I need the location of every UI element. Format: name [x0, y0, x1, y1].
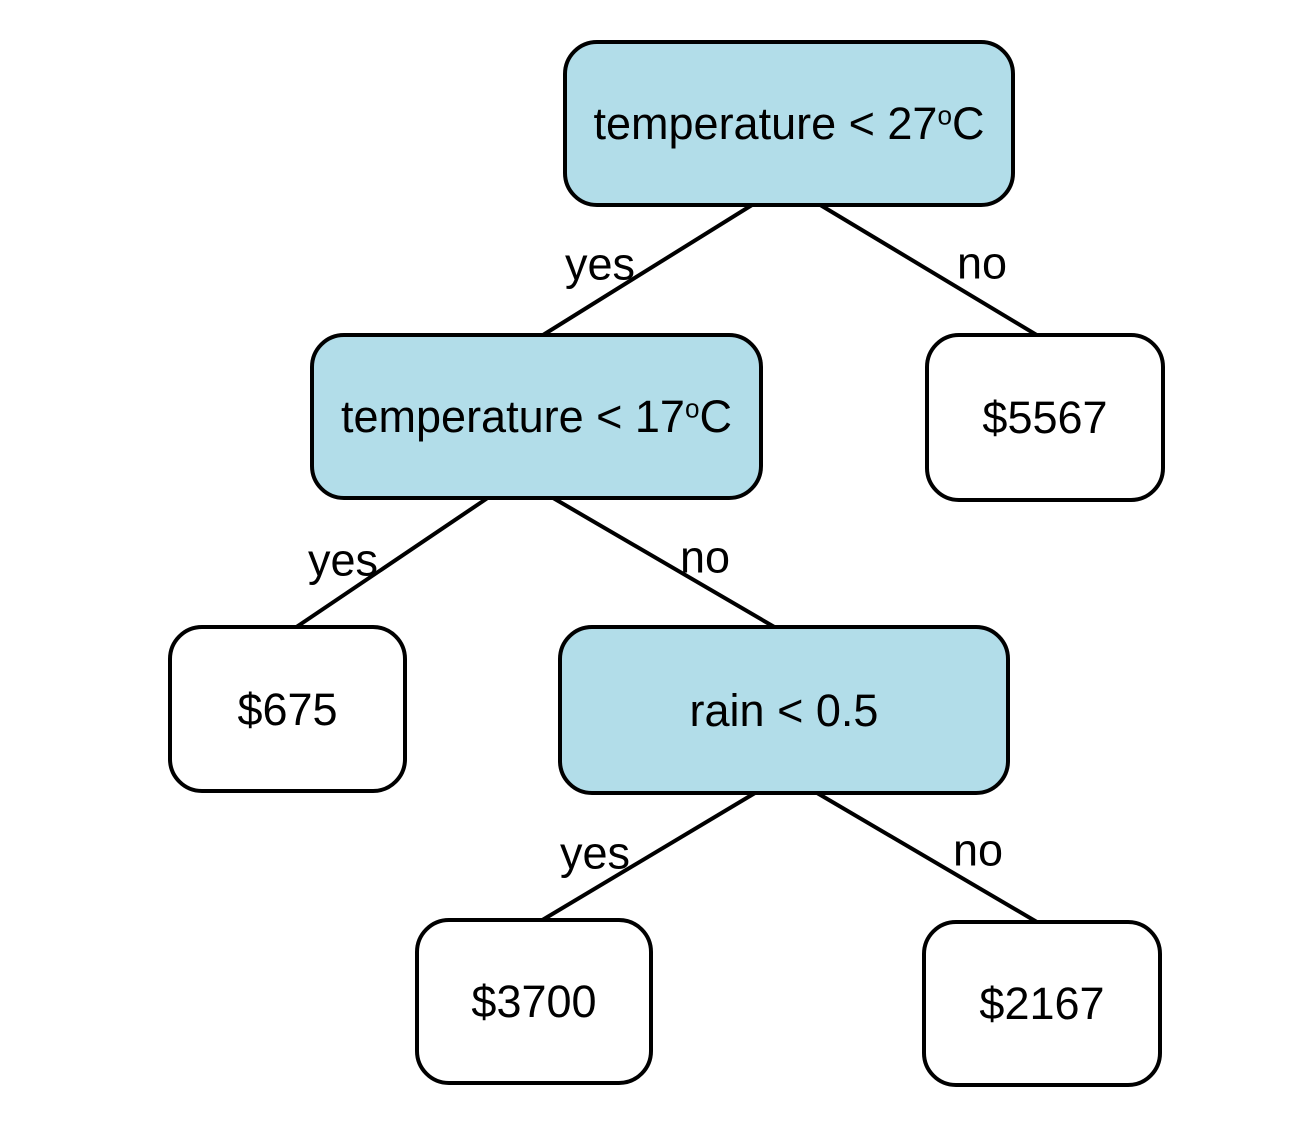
node-rain-lt-0-5: rain < 0.5: [558, 625, 1010, 795]
edge-temp17-yes: [287, 493, 494, 634]
leaf-value: $675: [237, 683, 338, 735]
node-label-unit: C: [699, 391, 732, 442]
leaf-node-2167: $2167: [922, 920, 1162, 1087]
degree-superscript: o: [937, 100, 952, 131]
degree-superscript: o: [684, 393, 700, 424]
edge-root-yes: [533, 198, 762, 342]
edge-label-rain-yes: yes: [559, 827, 631, 879]
node-temperature-lt-17: temperature < 17oC: [310, 333, 763, 500]
node-label-text: temperature < 27: [593, 98, 938, 149]
leaf-node-3700: $3700: [415, 918, 653, 1085]
leaf-value: $5567: [982, 392, 1108, 443]
leaf-node-675: $675: [168, 625, 407, 793]
edge-rain-no: [810, 788, 1044, 927]
edge-label-temp17-no: no: [679, 531, 731, 583]
leaf-value: $3700: [471, 976, 597, 1027]
edge-label-root-yes: yes: [564, 238, 636, 290]
edge-label-temp17-yes: yes: [307, 534, 379, 586]
edge-rain-yes: [532, 788, 762, 927]
edge-label-rain-no: no: [952, 824, 1004, 876]
node-label: temperature < 27oC: [594, 101, 985, 146]
leaf-value: $2167: [979, 978, 1105, 1029]
node-label: rain < 0.5: [690, 688, 879, 733]
node-label: temperature < 17oC: [341, 394, 732, 439]
node-label-unit: C: [951, 98, 985, 149]
edge-temp17-no: [546, 493, 785, 634]
node-temperature-lt-27: temperature < 27oC: [563, 40, 1015, 207]
edge-label-root-no: no: [956, 237, 1008, 289]
leaf-node-5567: $5567: [925, 333, 1165, 502]
edge-root-no: [810, 198, 1047, 342]
node-label-text: temperature < 17: [341, 391, 685, 442]
node-label-text: rain < 0.5: [689, 684, 879, 736]
